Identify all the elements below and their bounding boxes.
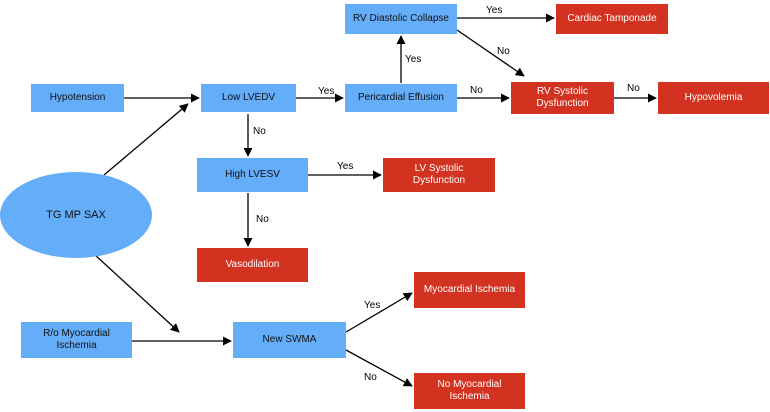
node-hypotension: Hypotension <box>31 84 124 112</box>
node-high-lvesv: High LVESV <box>197 158 308 192</box>
edge-label-rvdiastolic-rvsystolic: No <box>497 46 510 57</box>
edge-label-highlvesv-lvsystolic: Yes <box>337 161 353 172</box>
node-no-myocardial-ischemia: No Myocardial Ischemia <box>414 373 525 409</box>
edge-tgmpsax-lowlvedv <box>103 103 189 176</box>
node-low-lvedv: Low LVEDV <box>201 84 296 112</box>
node-new-swma: New SWMA <box>233 322 346 358</box>
edge-label-pericardial-rvsystolic: No <box>470 85 483 96</box>
edge-label-rvsystolic-hypovolemia: No <box>627 83 640 94</box>
node-rv-systolic-dysfunction: RV Systolic Dysfunction <box>511 82 614 114</box>
edge-label-pericardial-rvdiastolic: Yes <box>405 54 421 65</box>
edge-swma-noischemia <box>345 349 413 387</box>
edge-label-lowlvedv-highlvesv: No <box>253 126 266 137</box>
edge-label-highlvesv-vasodilation: No <box>256 214 269 225</box>
edge-label-lowlvedv-pericardial: Yes <box>318 86 334 97</box>
edge-label-swma-noischemia: No <box>364 372 377 383</box>
node-hypovolemia: Hypovolemia <box>658 82 769 114</box>
node-rv-diastolic-collapse: RV Diastolic Collapse <box>345 4 457 34</box>
edge-label-rvdiastolic-tamponade: Yes <box>486 5 502 16</box>
edge-tgmpsax-newswma <box>93 253 180 333</box>
edge-rvdiastolic-rvsystolic <box>456 29 525 77</box>
node-cardiac-tamponade: Cardiac Tamponade <box>556 4 668 34</box>
node-myocardial-ischemia: Myocardial Ischemia <box>414 272 525 308</box>
node-ro-myocardial-ischemia: R/o Myocardial Ischemia <box>21 322 132 358</box>
node-tg-mp-sax: TG MP SAX <box>0 172 152 258</box>
node-lv-systolic-dysfunction: LV Systolic Dysfunction <box>383 158 495 192</box>
edge-label-swma-ischemia: Yes <box>364 300 380 311</box>
node-pericardial-effusion: Pericardial Effusion <box>345 84 457 112</box>
edge-swma-ischemia <box>345 292 413 333</box>
node-vasodilation: Vasodilation <box>197 248 308 282</box>
